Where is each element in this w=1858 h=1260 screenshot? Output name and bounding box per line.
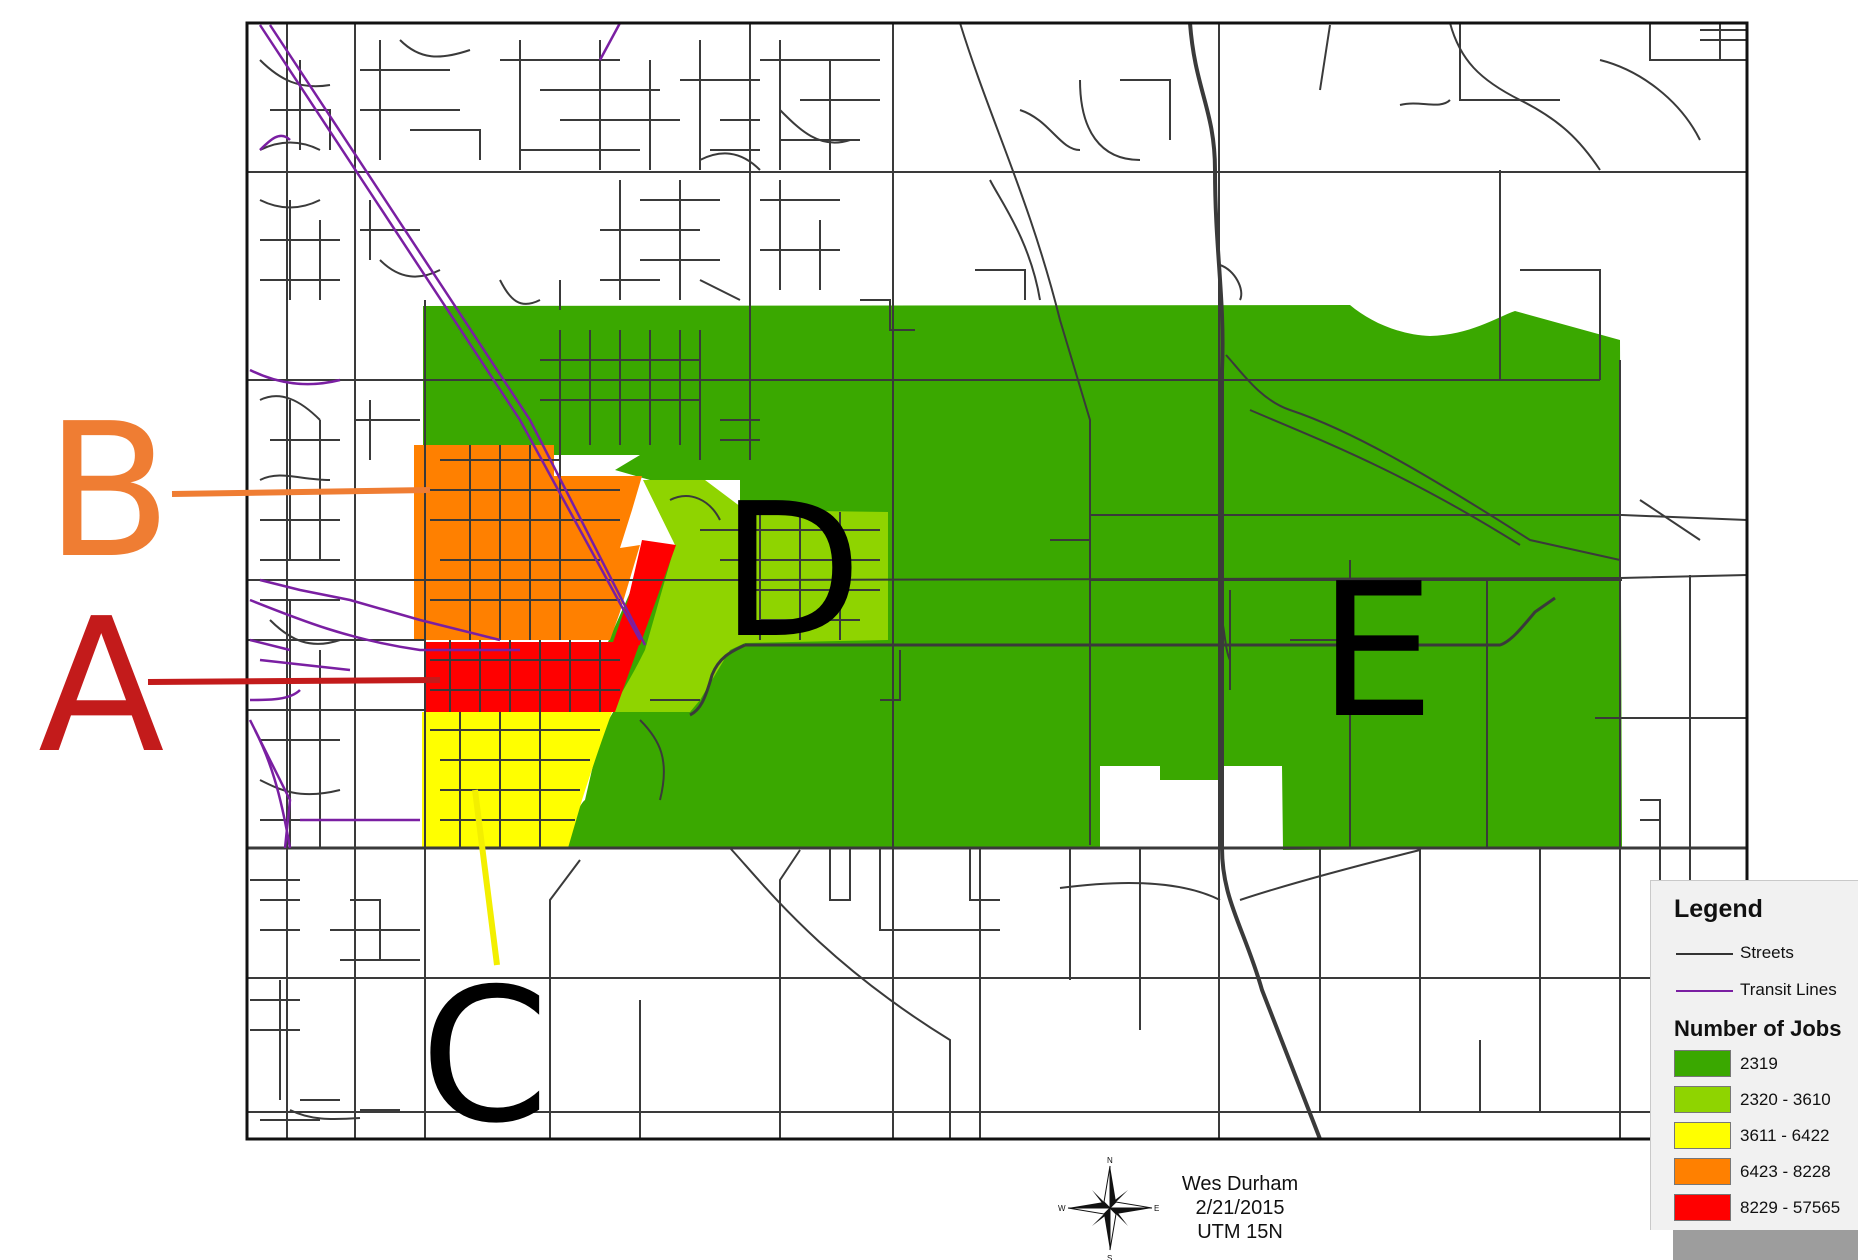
legend-swatch-3: [1674, 1122, 1731, 1149]
label-c: C: [420, 948, 549, 1164]
legend-shadow: [1673, 1230, 1858, 1260]
zone-a-8229-57565: [426, 642, 640, 712]
label-d: D: [720, 463, 862, 679]
compass-e: E: [1154, 1204, 1159, 1213]
zone-c-3611-6422: [422, 712, 612, 848]
label-a-leader: [147, 677, 441, 685]
legend-streets-line: [1676, 953, 1733, 955]
legend-swatch-4: [1674, 1158, 1731, 1185]
north-arrow-icon: N S E W: [1058, 1156, 1159, 1260]
legend-swatch-5: [1674, 1194, 1731, 1221]
legend-swatch-2: [1674, 1086, 1731, 1113]
legend-title: Legend: [1674, 895, 1763, 923]
label-e: E: [1318, 543, 1435, 759]
legend-transit-label: Transit Lines: [1740, 980, 1837, 999]
label-a: A: [38, 578, 165, 794]
map-frame-border: [245, 21, 1749, 1141]
compass-s: S: [1107, 1254, 1112, 1260]
legend-jobs-heading: Number of Jobs: [1674, 1016, 1842, 1041]
legend-class-3-label: 3611 - 6422: [1740, 1126, 1830, 1145]
legend-swatch-1: [1674, 1050, 1731, 1077]
label-c-leader: [472, 789, 500, 966]
legend-class-4-label: 6423 - 8228: [1740, 1162, 1831, 1181]
zone-d-2320-3610: [610, 480, 888, 712]
legend-class-2-label: 2320 - 3610: [1740, 1090, 1831, 1109]
projection-label: UTM 15N: [1197, 1221, 1283, 1243]
legend-transit-line: [1676, 990, 1733, 992]
compass-w: W: [1058, 1204, 1066, 1213]
legend-streets-label: Streets: [1740, 943, 1794, 962]
legend-class-1-label: 2319: [1740, 1054, 1778, 1073]
legend-class-5-label: 8229 - 57565: [1740, 1198, 1841, 1217]
map-credits: Wes Durham 2/21/2015 UTM 15N: [1160, 1172, 1320, 1244]
map-date: 2/21/2015: [1195, 1197, 1285, 1219]
label-b: B: [45, 383, 172, 599]
compass-n: N: [1107, 1156, 1113, 1165]
streets: [247, 22, 1748, 1140]
transit-lines: [248, 22, 647, 849]
label-b-leader: [171, 487, 431, 497]
legend-panel: Legend Streets Transit Lines Number of J…: [1650, 880, 1858, 1230]
author-name: Wes Durham: [1181, 1173, 1299, 1195]
